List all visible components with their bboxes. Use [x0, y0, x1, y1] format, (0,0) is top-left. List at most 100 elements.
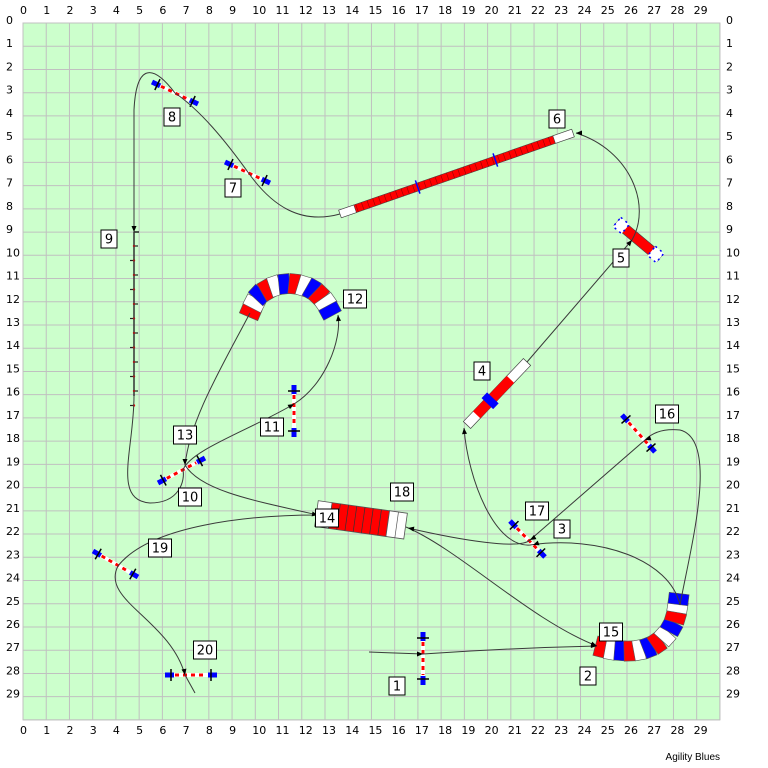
obstacle-number: 5 — [617, 252, 625, 267]
obstacle-label-18: 18 — [390, 482, 414, 502]
x-axis-label: 19 — [461, 4, 475, 17]
x-axis-label: 3 — [90, 724, 97, 737]
x-axis-label: 18 — [438, 724, 452, 737]
obstacle-number: 7 — [229, 182, 237, 197]
direction-arrow — [287, 404, 294, 410]
direction-arrows — [131, 130, 652, 675]
direction-arrow — [181, 668, 187, 675]
y-axis-label: 24 — [6, 572, 20, 585]
obstacle-label-2: 2 — [579, 666, 597, 686]
obstacle-label-16: 16 — [655, 404, 679, 424]
direction-arrow — [408, 526, 415, 532]
x-axis-label: 20 — [485, 4, 499, 17]
x-axis-label: 1 — [43, 4, 50, 17]
y-axis-label: 13 — [6, 316, 20, 329]
dogwalk-6 — [338, 128, 575, 219]
direction-arrow — [576, 130, 582, 136]
obstacle-number: 19 — [152, 542, 169, 557]
obstacle-label-10: 10 — [178, 487, 202, 507]
equipment-layer — [91, 78, 690, 685]
x-axis-label: 12 — [299, 4, 313, 17]
x-axis-label: 0 — [20, 4, 27, 17]
x-axis-label: 9 — [229, 4, 236, 17]
y-axis-label: 7 — [6, 177, 13, 190]
y-axis-label: 14 — [726, 339, 740, 352]
direction-arrow — [417, 651, 423, 657]
x-axis-label: 2 — [66, 4, 73, 17]
obstacle-label-3: 3 — [553, 519, 571, 539]
x-axis-label: 15 — [368, 4, 382, 17]
x-axis-label: 14 — [345, 724, 359, 737]
jump-19 — [91, 548, 140, 580]
obstacle-label-20: 20 — [193, 640, 217, 660]
x-axis-label: 14 — [345, 4, 359, 17]
obstacle-label-13: 13 — [173, 425, 197, 445]
y-axis-label: 27 — [726, 641, 740, 654]
jump-10-13 — [156, 455, 207, 486]
y-axis-label: 24 — [726, 572, 740, 585]
x-axis-label: 21 — [508, 4, 522, 17]
y-axis-label: 0 — [6, 14, 13, 27]
x-axis-label: 28 — [670, 724, 684, 737]
direction-arrow — [590, 641, 597, 647]
x-axis-label: 7 — [183, 4, 190, 17]
tunnel-2-15 — [592, 591, 690, 662]
x-axis-label: 16 — [392, 4, 406, 17]
y-axis-label: 25 — [726, 595, 740, 608]
y-axis-label: 11 — [6, 270, 20, 283]
course-footer-text: Agility Blues — [665, 752, 720, 763]
y-axis-label: 18 — [6, 432, 20, 445]
y-axis-label: 20 — [726, 479, 740, 492]
y-axis-label: 17 — [6, 409, 20, 422]
x-axis-label: 1 — [43, 724, 50, 737]
y-axis-label: 12 — [726, 293, 740, 306]
jump-3-17 — [508, 519, 547, 559]
x-axis-label: 15 — [368, 724, 382, 737]
obstacle-number: 1 — [393, 680, 401, 695]
x-axis-label: 25 — [601, 4, 615, 17]
y-axis-label: 27 — [6, 641, 20, 654]
direction-arrow — [462, 428, 468, 435]
obstacle-label-11: 11 — [260, 417, 284, 437]
axis-labels: 0011223344556677889910101111121213131414… — [6, 4, 740, 737]
x-axis-label: 25 — [601, 724, 615, 737]
y-axis-label: 28 — [726, 664, 740, 677]
obstacle-number: 6 — [553, 113, 561, 128]
y-axis-label: 16 — [6, 386, 20, 399]
obstacle-number: 12 — [347, 293, 364, 308]
obstacle-label-1: 1 — [388, 676, 406, 696]
y-axis-label: 3 — [6, 84, 13, 97]
x-axis-label: 13 — [322, 4, 336, 17]
y-axis-label: 26 — [6, 618, 20, 631]
x-axis-label: 23 — [554, 724, 568, 737]
x-axis-label: 28 — [670, 4, 684, 17]
obstacle-label-14: 14 — [315, 508, 339, 528]
y-axis-label: 11 — [726, 270, 740, 283]
obstacle-label-8: 8 — [163, 107, 181, 127]
y-axis-label: 6 — [726, 153, 733, 166]
jump-16 — [620, 413, 657, 454]
x-axis-label: 22 — [531, 724, 545, 737]
obstacle-label-7: 7 — [224, 178, 242, 198]
y-axis-label: 8 — [6, 200, 13, 213]
y-axis-label: 3 — [726, 84, 733, 97]
obstacle-number: 17 — [529, 505, 546, 520]
x-axis-label: 4 — [113, 4, 120, 17]
y-axis-label: 21 — [6, 502, 20, 515]
x-axis-label: 29 — [694, 724, 708, 737]
y-axis-label: 0 — [726, 14, 733, 27]
y-axis-label: 6 — [6, 153, 13, 166]
x-axis-label: 9 — [229, 724, 236, 737]
x-axis-label: 5 — [136, 724, 143, 737]
direction-arrow — [182, 459, 188, 465]
jump-1 — [417, 632, 429, 685]
direction-arrow — [530, 534, 537, 540]
y-axis-label: 16 — [726, 386, 740, 399]
x-axis-label: 27 — [647, 4, 661, 17]
tunnel-12 — [238, 273, 342, 322]
x-axis-label: 10 — [252, 4, 266, 17]
obstacle-label-19: 19 — [148, 538, 172, 558]
x-axis-label: 16 — [392, 724, 406, 737]
y-axis-label: 15 — [6, 362, 20, 375]
